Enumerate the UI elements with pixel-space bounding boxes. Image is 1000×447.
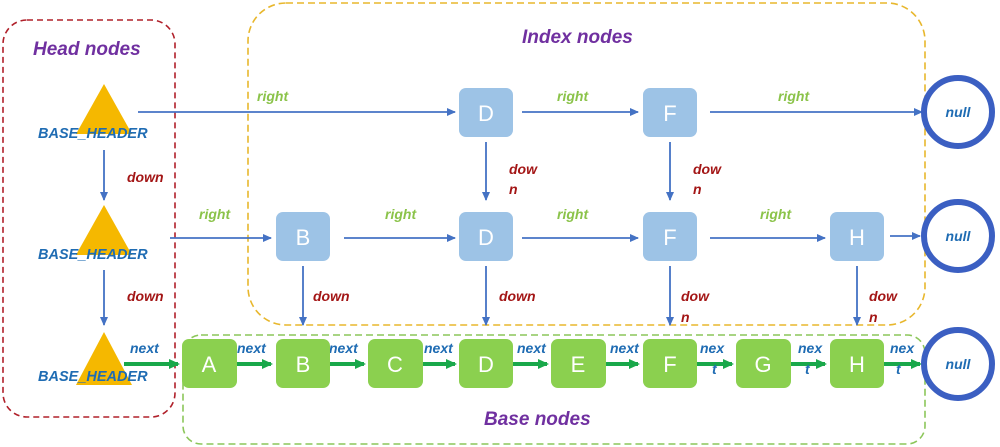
down-label-l2-d-b: n [509,181,518,197]
svg-text:D: D [478,101,494,126]
next-label-5: next [517,340,547,356]
svg-text:E: E [571,352,586,377]
head-triangle-bottom [76,332,132,385]
next-label-7b: t [712,361,718,377]
down-label-l1-h-b: n [869,309,878,325]
svg-text:null: null [946,228,972,244]
svg-text:A: A [202,352,217,377]
svg-text:D: D [478,225,494,250]
base-node-d: D [459,339,513,388]
index-node-l2-d: D [459,88,513,137]
next-label-9a: nex [890,340,915,356]
right-label-l2-3: right [778,88,810,104]
null-terminal-l1: null [921,199,995,273]
base-nodes-group [182,334,926,445]
head-triangle-mid [76,205,132,255]
head-nodes-title: Head nodes [33,39,141,60]
base-node-b: B [276,339,330,388]
right-label-l2-1: right [257,88,289,104]
base-header-label-mid: BASE_HEADER [38,247,148,263]
right-label-l1-2: right [385,206,417,222]
base-node-g: G [736,339,791,388]
down-label-l2-f-b: n [693,181,702,197]
next-label-3: next [329,340,359,356]
base-node-c: C [368,339,423,388]
index-nodes-group [247,2,926,326]
head-triangle-top [76,84,132,134]
down-label-head-2: down [127,288,164,304]
svg-text:G: G [754,352,771,377]
next-label-7a: nex [700,340,725,356]
down-label-l1-f-a: dow [681,288,710,304]
index-node-l1-h: H [830,212,884,261]
index-node-l1-d: D [459,212,513,261]
null-terminal-base: null [921,327,995,401]
next-label-4: next [424,340,454,356]
svg-text:F: F [663,101,676,126]
svg-text:H: H [849,225,865,250]
svg-text:C: C [387,352,403,377]
down-label-l1-f-b: n [681,309,690,325]
base-node-e: E [551,339,606,388]
base-node-h: H [830,339,884,388]
down-label-l1-b: down [313,288,350,304]
base-header-label-top: BASE_HEADER [38,126,148,142]
next-label-9b: t [896,361,902,377]
svg-text:D: D [478,352,494,377]
svg-text:null: null [946,356,972,372]
index-nodes-title: Index nodes [522,27,633,48]
next-label-8b: t [805,361,811,377]
head-nodes-group [2,19,176,418]
down-label-l2-f-a: dow [693,161,722,177]
right-label-l1-3: right [557,206,589,222]
right-label-l1-4: right [760,206,792,222]
svg-text:B: B [296,225,311,250]
svg-text:B: B [296,352,311,377]
base-nodes-title: Base nodes [484,409,591,430]
svg-text:F: F [663,225,676,250]
down-label-l1-d: down [499,288,536,304]
index-node-l1-b: B [276,212,330,261]
down-label-l1-h-a: dow [869,288,898,304]
down-label-l2-d-a: dow [509,161,538,177]
svg-text:F: F [663,352,676,377]
next-label-1: next [130,340,160,356]
svg-text:H: H [849,352,865,377]
next-label-8a: nex [798,340,823,356]
next-label-6: next [610,340,640,356]
next-label-2: next [237,340,267,356]
base-header-label-bottom: BASE_HEADER [38,369,148,385]
index-node-l1-f: F [643,212,697,261]
base-node-f: F [643,339,697,388]
down-label-head-1: down [127,169,164,185]
index-node-l2-f: F [643,88,697,137]
base-node-a: A [182,339,237,388]
right-label-l2-2: right [557,88,589,104]
svg-text:null: null [946,104,972,120]
right-label-l1-1: right [199,206,231,222]
null-terminal-l2: null [921,75,995,149]
